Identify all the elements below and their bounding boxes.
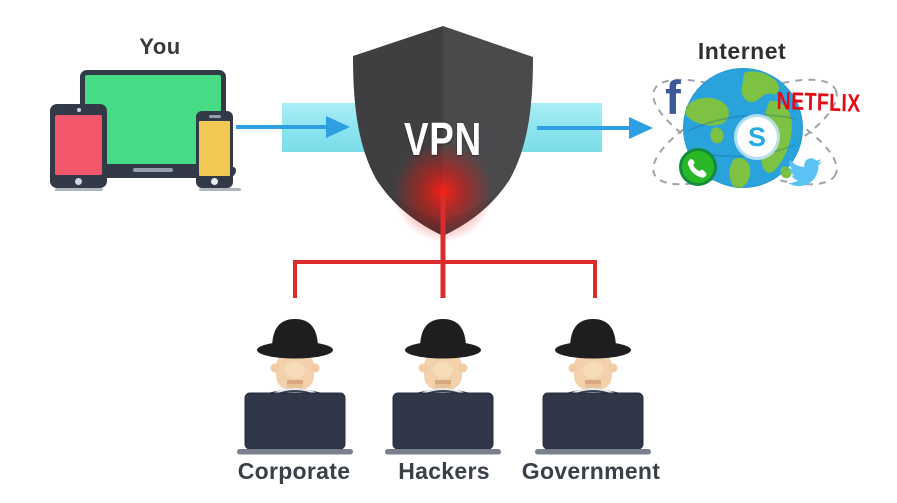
- vpn-shield-label: VPN: [403, 113, 483, 165]
- tablet-shadow: [55, 188, 103, 191]
- phone-speaker: [208, 115, 221, 118]
- tablet-camera: [76, 108, 81, 112]
- hacker-icon-hackers: [385, 319, 501, 455]
- threat-label-government: Government: [521, 458, 661, 484]
- threat-label-corporate: Corporate: [237, 458, 351, 484]
- phone-shadow: [199, 188, 241, 191]
- tablet-home-button: [75, 178, 82, 185]
- tablet-icon: [50, 104, 107, 188]
- facebook-icon: f: [665, 71, 681, 124]
- skype-icon: S: [737, 117, 777, 157]
- you-label: You: [139, 34, 181, 59]
- laptop-base: [70, 167, 236, 178]
- orbit-dashes: [652, 78, 838, 186]
- smartphone-icon: [196, 111, 233, 188]
- laptop-notch: [133, 168, 173, 172]
- internet-label: Internet: [697, 38, 787, 64]
- netflix-logo: NETFLIX: [776, 87, 861, 118]
- tablet-screen: [55, 115, 102, 175]
- skype-glyph: S: [747, 121, 766, 152]
- phone-screen: [199, 121, 230, 176]
- phone-home-button: [211, 178, 218, 185]
- hacker-icon-government: [535, 319, 651, 455]
- whatsapp-icon: [679, 148, 717, 186]
- twitter-icon: [787, 158, 822, 187]
- hacker-icon-corporate: [237, 319, 353, 455]
- threat-label-hackers: Hackers: [398, 458, 490, 484]
